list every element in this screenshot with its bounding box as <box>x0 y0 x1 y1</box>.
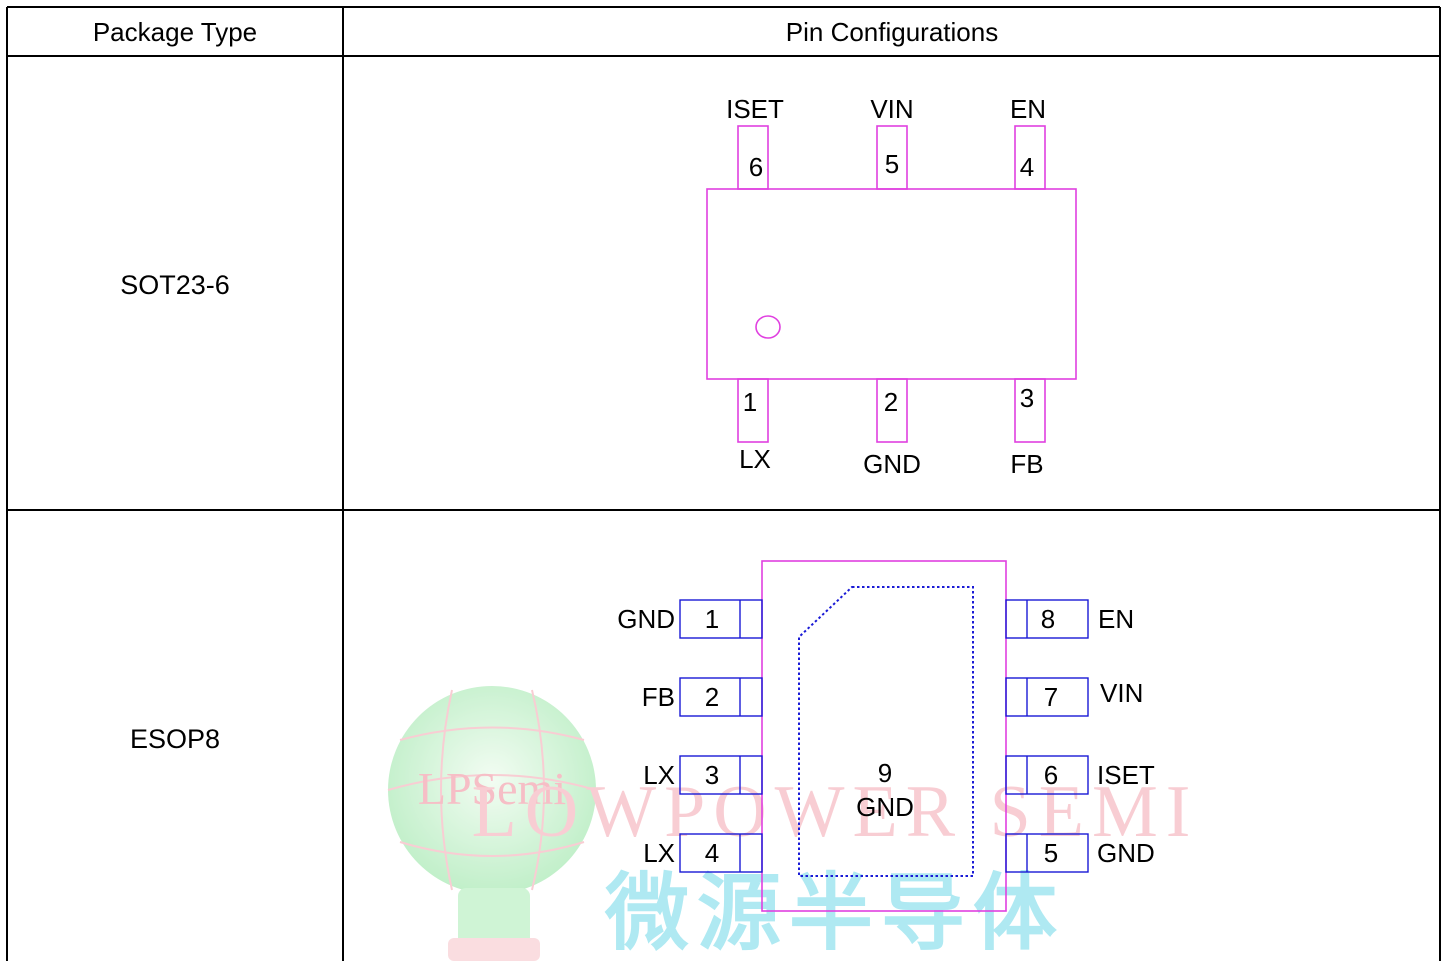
pin-name: GND <box>617 604 675 634</box>
pin-number: 1 <box>705 604 719 634</box>
sot23-6-pin-1 <box>737 378 769 443</box>
watermark: LPSemi LOWPOWER SEMI 微源半导体 <box>387 686 1199 961</box>
pin-name: FB <box>1010 449 1043 479</box>
pin-name: GND <box>863 449 921 479</box>
pin-name: ISET <box>726 94 784 124</box>
pin-name: ISET <box>1097 760 1155 790</box>
pin-name: LX <box>643 838 675 868</box>
esop8-body <box>761 560 1007 912</box>
pin-number: 4 <box>1020 152 1034 182</box>
pin-name: GND <box>1097 838 1155 868</box>
esop8-pin-1 <box>679 599 763 639</box>
table-grid <box>6 6 1441 961</box>
watermark-banner-text: LOWPOWER SEMI <box>472 771 1199 853</box>
esop8-pin-8 <box>1005 599 1089 639</box>
exposed-pad-outline <box>798 586 974 877</box>
watermark-logo: LPSemi <box>387 686 597 961</box>
esop8-pin-3 <box>679 755 763 795</box>
pin-number: 5 <box>1044 838 1058 868</box>
esop8-pin-4 <box>679 833 763 873</box>
esop8-pin-5 <box>1005 833 1089 873</box>
pin-number: 6 <box>1044 760 1058 790</box>
esop8-pin-6 <box>1005 755 1089 795</box>
header-pin-configurations: Pin Configurations <box>786 17 998 47</box>
sot23-6-pin-4 <box>1014 125 1046 190</box>
pin-number: 1 <box>743 387 757 417</box>
esop8-pin-2 <box>679 677 763 717</box>
pin-number: 2 <box>705 682 719 712</box>
watermark-chinese-text: 微源半导体 <box>604 864 1065 961</box>
sot23-6-labels: ISET VIN EN 6 5 4 1 2 3 LX GND FB <box>726 94 1046 479</box>
esop8-labels: GND FB LX LX 1 2 3 4 8 7 6 5 EN VIN ISET… <box>617 604 1155 868</box>
package-name-esop8: ESOP8 <box>130 724 220 754</box>
pin1-marker-icon <box>755 315 781 339</box>
pin-number: 4 <box>705 838 719 868</box>
sot23-6-body <box>706 188 1077 380</box>
pin-name: VIN <box>1100 678 1143 708</box>
pin-number: 8 <box>1041 604 1055 634</box>
sot23-6-pin-3 <box>1014 378 1046 443</box>
pin-number: 5 <box>885 149 899 179</box>
pin-name: LX <box>739 444 771 474</box>
pin-name: EN <box>1098 604 1134 634</box>
exposed-pad-number: 9 <box>878 758 892 788</box>
pin-name: EN <box>1010 94 1046 124</box>
watermark-logo-text: LPSemi <box>418 763 566 814</box>
sot23-6-pin-6 <box>737 125 769 190</box>
sot23-6-pin-5 <box>876 125 908 190</box>
pin-number: 2 <box>884 387 898 417</box>
pin-number: 7 <box>1044 682 1058 712</box>
sot23-6-diagram <box>706 125 1077 443</box>
pin-number: 6 <box>749 152 763 182</box>
pin-name: FB <box>642 682 675 712</box>
header-package-type: Package Type <box>93 17 257 47</box>
package-name-sot23-6: SOT23-6 <box>120 270 230 300</box>
pin-name: VIN <box>870 94 913 124</box>
pin-number: 3 <box>705 760 719 790</box>
pin-number: 3 <box>1020 383 1034 413</box>
sot23-6-pin-2 <box>876 378 908 443</box>
pin-name: LX <box>643 760 675 790</box>
esop8-pin-7 <box>1005 677 1089 717</box>
esop8-diagram <box>679 560 1089 912</box>
exposed-pad-name: GND <box>856 792 914 822</box>
